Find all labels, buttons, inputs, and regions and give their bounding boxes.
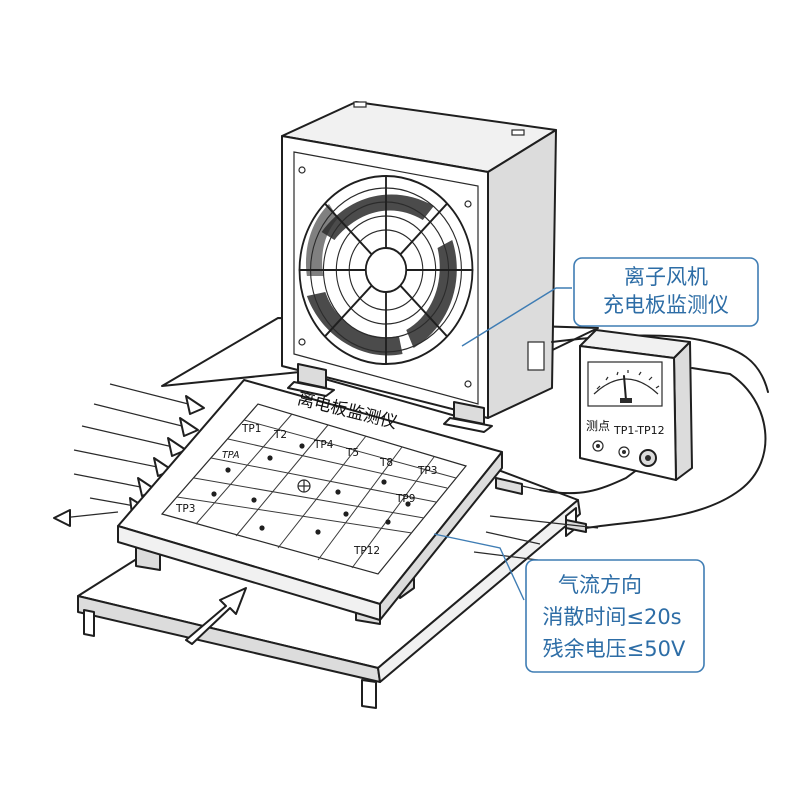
callout-bottom-line-1: 气流方向 [558,573,642,597]
callout-top-line-2: 充电板监测仪 [603,293,729,317]
airflow-arrow-icon [53,509,119,527]
ion-fan [281,101,557,433]
airflow-arrow-icon [93,403,199,437]
airflow-arrow-icon [185,587,247,645]
plate-grid [176,413,457,569]
grid-nodes [211,443,411,535]
airflow-arrow-icon [109,383,205,415]
meter-label-range: TP1-TP12 [613,424,665,437]
callout-bottom-line-2: 消散时间≤20s [542,605,681,629]
test-point-label: T2 [273,429,287,441]
airflow-arrow-icon [73,473,157,497]
test-point-label: TP3 [175,503,195,515]
test-point-label: TPA [222,450,240,461]
test-point-label: TP1 [241,423,261,435]
test-point-label: T8 [379,457,393,469]
test-point-label: TP3 [417,465,437,477]
callout-top: 离子风机 充电板监测仪 [461,257,759,347]
meter-needle-icon [623,375,627,401]
test-point-label: TP12 [353,545,380,557]
airflow-arrow-icon [73,449,173,477]
callout-top-line-1: 离子风机 [624,265,708,289]
airflow-arrow-icon [81,425,187,457]
callout-bottom-line-3: 残余电压≤50V [543,637,686,661]
charged-plate-monitor: 离电板监测仪 TP1 T2 TP4 T5 T8 TP3 TPA TP9 TP3 … [117,379,503,625]
probe-connector-icon [495,477,523,495]
fan-icon [298,175,474,365]
charge-plate-meter: 测点 TP1-TP12 [579,329,693,481]
test-point-label: TP4 [313,439,334,451]
test-point-label: TP9 [395,493,415,505]
callout-bottom: 气流方向 消散时间≤20s 残余电压≤50V [433,533,705,673]
test-point-label: T5 [345,447,359,459]
meter-label-measure-point: 测点 [586,419,610,433]
